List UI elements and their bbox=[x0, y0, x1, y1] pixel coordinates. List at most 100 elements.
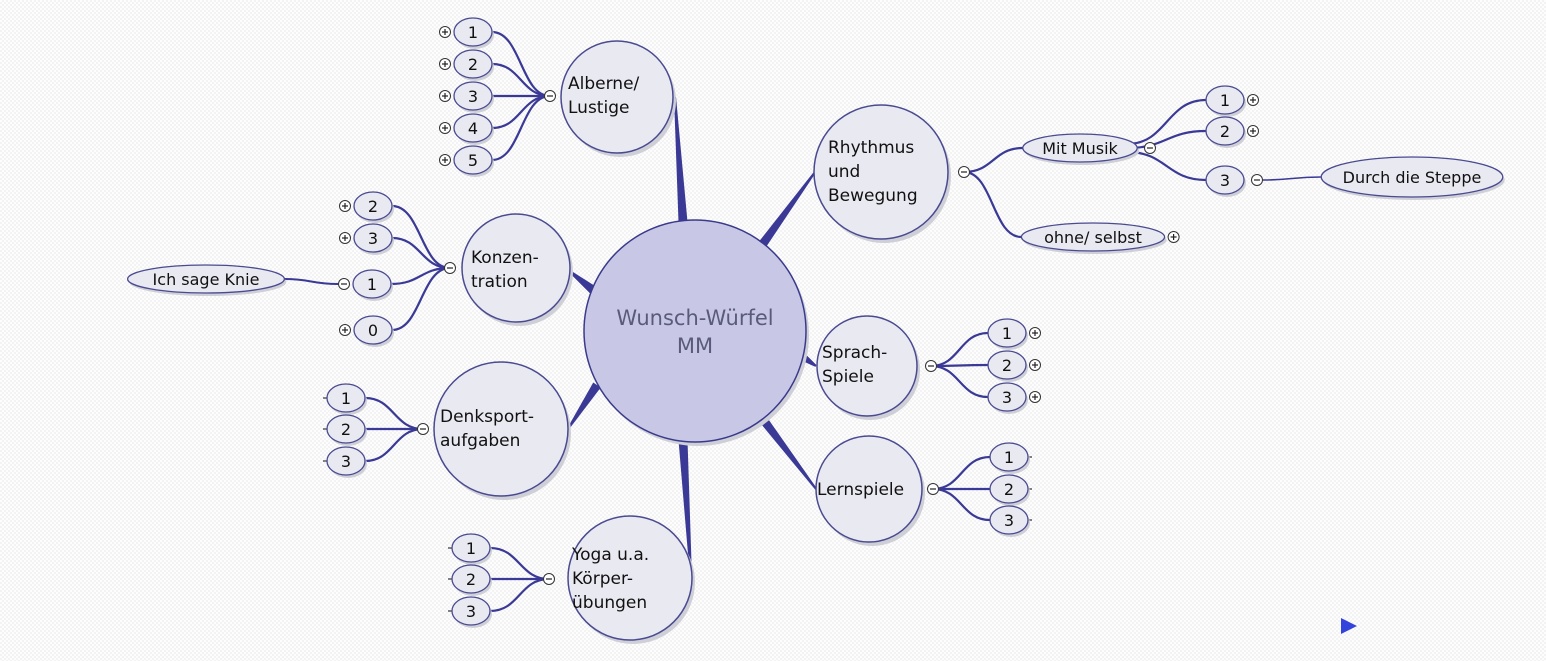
branch-lernspiele[interactable]: Lernspiele bbox=[815, 435, 925, 546]
child-node-sprachspiele-3-label: 3 bbox=[1002, 388, 1012, 407]
plus-circle-icon[interactable] bbox=[339, 324, 351, 336]
minus-circle-icon[interactable] bbox=[544, 90, 556, 102]
child-node-konzentration-2-label: 3 bbox=[368, 229, 378, 248]
child-node-konzentration-1[interactable]: 2 bbox=[353, 191, 394, 223]
plus-circle-icon[interactable] bbox=[1167, 231, 1180, 243]
child-node-rhythmus-2[interactable]: ohne/ selbst bbox=[1020, 222, 1167, 254]
child-node-denksport-2[interactable]: 2 bbox=[326, 414, 367, 446]
connector-line bbox=[963, 146, 1023, 174]
branch-lernspiele-label: Lernspiele bbox=[817, 480, 904, 500]
child-node-alberne-2-label: 2 bbox=[468, 55, 478, 74]
plus-circle-icon[interactable] bbox=[1247, 125, 1259, 137]
plus-circle-icon[interactable] bbox=[339, 200, 351, 212]
plus-circle-icon[interactable] bbox=[1029, 327, 1041, 339]
grandchild-node-rhythmus-3-label: 3 bbox=[1220, 171, 1230, 190]
child-node-sprachspiele-2[interactable]: 2 bbox=[987, 350, 1028, 382]
connector-line bbox=[932, 487, 991, 522]
child-node-denksport-3[interactable]: 3 bbox=[326, 446, 367, 478]
child-node-alberne-3[interactable]: 3 bbox=[453, 81, 494, 113]
branch-konzentration-label: tration bbox=[471, 272, 528, 292]
child-node-konzentration-2[interactable]: 3 bbox=[353, 223, 394, 255]
child-node-sprachspiele-3[interactable]: 3 bbox=[987, 382, 1028, 414]
minus-circle-icon[interactable] bbox=[543, 573, 555, 585]
connector-lines bbox=[284, 30, 1322, 613]
minus-circle-icon[interactable] bbox=[1251, 174, 1263, 186]
branch-konzentration-label: Konzen- bbox=[471, 248, 539, 268]
branch-connector bbox=[678, 439, 692, 579]
child-node-yoga-2[interactable]: 2 bbox=[451, 564, 492, 596]
child-node-lernspiele-3-label: 3 bbox=[1004, 511, 1014, 530]
minus-circle-icon[interactable] bbox=[925, 360, 937, 372]
minus-circle-icon[interactable] bbox=[417, 423, 429, 435]
plus-circle-icon[interactable] bbox=[439, 122, 451, 134]
connector-line bbox=[391, 236, 451, 270]
connector-line bbox=[284, 278, 339, 285]
plus-circle-icon[interactable] bbox=[439, 90, 451, 102]
branch-alberne[interactable]: Alberne/Lustige bbox=[560, 40, 676, 157]
child-node-lernspiele-2-label: 2 bbox=[1004, 480, 1014, 499]
child-node-yoga-1-label: 1 bbox=[466, 539, 476, 558]
connector-line bbox=[963, 170, 1022, 239]
plus-circle-icon[interactable] bbox=[439, 58, 451, 70]
child-node-alberne-1-label: 1 bbox=[468, 23, 478, 42]
grandchild-node-rhythmus-3[interactable]: 3 bbox=[1205, 165, 1246, 197]
child-node-alberne-1[interactable]: 1 bbox=[453, 17, 494, 49]
child-node-yoga-1[interactable]: 1 bbox=[451, 533, 492, 565]
child-node-alberne-4[interactable]: 4 bbox=[453, 113, 494, 145]
child-node-konzentration-4[interactable]: 0 bbox=[353, 315, 394, 347]
child-node-lernspiele-2[interactable]: 2 bbox=[989, 474, 1030, 506]
grandchild-node-rhythmus-1-label: 1 bbox=[1220, 91, 1230, 110]
plus-circle-icon[interactable] bbox=[1029, 359, 1041, 371]
branch-denksport-label: aufgaben bbox=[440, 431, 520, 451]
child-node-lernspiele-3[interactable]: 3 bbox=[989, 505, 1030, 537]
minus-circle-icon[interactable] bbox=[338, 278, 350, 290]
minus-circle-icon[interactable] bbox=[444, 262, 456, 274]
minus-circle-icon[interactable] bbox=[958, 166, 970, 178]
branch-denksport[interactable]: Denksport-aufgaben bbox=[433, 361, 571, 500]
child-node-denksport-3-label: 3 bbox=[341, 452, 351, 471]
child-node-alberne-5-label: 5 bbox=[468, 151, 478, 170]
child-node-lernspiele-1-label: 1 bbox=[1004, 448, 1014, 467]
expand-collapse-toggles bbox=[338, 26, 1263, 585]
branch-sprachspiele-label: Spiele bbox=[822, 367, 874, 387]
child-node-sprachspiele-1[interactable]: 1 bbox=[987, 318, 1028, 350]
central-topic-label: Wunsch-Würfel bbox=[616, 306, 773, 330]
grandchild-node-rhythmus-2[interactable]: 2 bbox=[1205, 116, 1246, 148]
plus-circle-icon[interactable] bbox=[439, 154, 451, 166]
plus-circle-icon[interactable] bbox=[1247, 94, 1259, 106]
plus-circle-icon[interactable] bbox=[1029, 391, 1041, 403]
grandchild-node-rhythmus-2-label: 2 bbox=[1220, 122, 1230, 141]
branch-connector bbox=[567, 269, 596, 294]
branch-yoga[interactable]: Yoga u.a.Körper-übungen bbox=[567, 515, 695, 644]
minus-circle-icon[interactable] bbox=[927, 483, 939, 495]
child-node-konzentration-3[interactable]: 1 bbox=[352, 269, 393, 301]
branch-rhythmus-label: und bbox=[828, 162, 860, 182]
minus-circle-icon[interactable] bbox=[1144, 142, 1156, 154]
child-node-denksport-1[interactable]: 1 bbox=[326, 383, 367, 415]
leaf-node-konzentration-3[interactable]: Ich sage Knie bbox=[126, 264, 287, 296]
leaf-node-steppe[interactable]: Durch die Steppe bbox=[1320, 156, 1505, 200]
branch-konzentration[interactable]: Konzen-tration bbox=[461, 213, 573, 326]
branch-connector bbox=[567, 382, 601, 430]
plus-circle-icon[interactable] bbox=[339, 232, 351, 244]
child-node-rhythmus-1[interactable]: Mit Musik bbox=[1022, 133, 1140, 165]
grandchild-node-rhythmus-1[interactable]: 1 bbox=[1205, 85, 1246, 117]
plus-circle-icon[interactable] bbox=[439, 26, 451, 38]
connector-line bbox=[1262, 176, 1322, 181]
child-node-lernspiele-1[interactable]: 1 bbox=[989, 442, 1030, 474]
leaf-node-steppe-label: Durch die Steppe bbox=[1343, 168, 1482, 187]
branch-sprachspiele[interactable]: Sprach-Spiele bbox=[816, 315, 920, 420]
child-node-alberne-2[interactable]: 2 bbox=[453, 49, 494, 81]
child-node-alberne-5[interactable]: 5 bbox=[453, 145, 494, 177]
branch-rhythmus-label: Bewegung bbox=[828, 186, 918, 206]
play-triangle-icon[interactable] bbox=[1341, 618, 1357, 634]
child-node-sprachspiele-1-label: 1 bbox=[1002, 324, 1012, 343]
child-node-yoga-3[interactable]: 3 bbox=[451, 596, 492, 628]
connector-line bbox=[932, 455, 991, 491]
connector-line bbox=[489, 546, 550, 581]
connector-line bbox=[930, 364, 989, 399]
branch-yoga-label: Yoga u.a. bbox=[571, 545, 649, 565]
